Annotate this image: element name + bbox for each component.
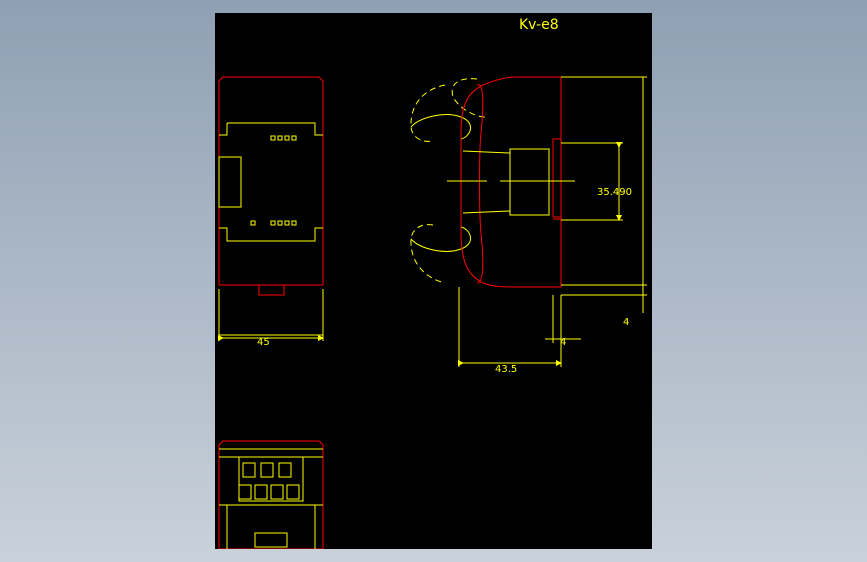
terminal (254, 484, 268, 500)
drawing-title: Kv-e8 (519, 17, 559, 33)
front-upper-recess (219, 122, 323, 136)
dim-depth-label: 43.5 (495, 364, 517, 375)
swing-arc-top (410, 84, 446, 142)
terminal (238, 484, 252, 500)
dim-height-label: 35.490 (597, 187, 632, 198)
front-outline (218, 76, 324, 286)
indicator-led (284, 220, 290, 226)
indicator-led (270, 135, 276, 141)
terminal (286, 484, 300, 500)
cad-drawing: Kv-e8 45 (218, 17, 647, 549)
lever-top (410, 114, 471, 140)
bottom-clip (254, 532, 288, 548)
front-base (218, 289, 324, 336)
side-body-outline (460, 76, 562, 288)
indicator-led (291, 135, 297, 141)
dim-offset-right-label: 4 (623, 317, 629, 328)
indicator-led (277, 220, 283, 226)
dim-width-label: 45 (257, 337, 270, 348)
terminal (260, 462, 274, 478)
bottom-view (218, 440, 324, 549)
indicator-led (250, 220, 256, 226)
terminal (278, 462, 292, 478)
indicator-led (291, 220, 297, 226)
indicator-led (270, 220, 276, 226)
din-clip (258, 284, 285, 296)
side-inner-mechanism (462, 148, 550, 216)
bottom-outline (218, 440, 324, 549)
dim-offset-label: 4 (560, 337, 566, 348)
lever-bottom (410, 226, 471, 252)
terminal-block (238, 456, 304, 502)
cad-viewport[interactable]: Kv-e8 45 (215, 13, 652, 549)
front-side-window (218, 156, 242, 208)
terminal (242, 462, 256, 478)
terminal (270, 484, 284, 500)
indicator-led (284, 135, 290, 141)
side-view: 35.490 4 4 43.5 (410, 76, 647, 375)
front-lower-recess (219, 227, 323, 242)
front-view: 45 (218, 76, 324, 348)
swing-arc-bottom (410, 224, 446, 284)
indicator-led (277, 135, 283, 141)
